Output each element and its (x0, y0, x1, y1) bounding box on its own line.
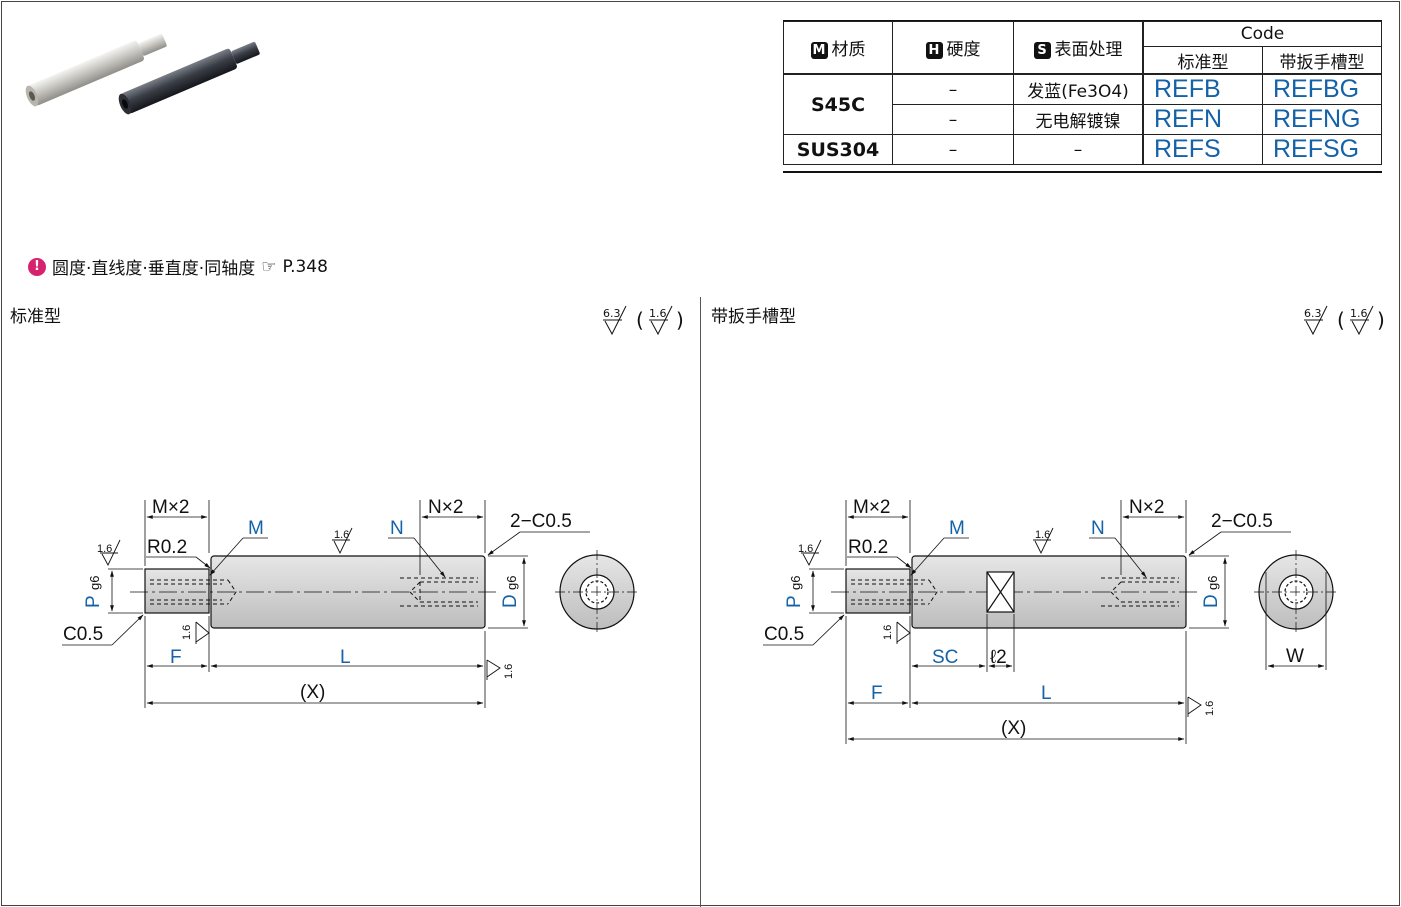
dim-m: M (248, 518, 264, 539)
code-grooved-cell[interactable]: REFSG (1262, 134, 1382, 165)
roughness-alt-label: 1.6 (649, 307, 667, 320)
header-standard: 标准型 (1142, 46, 1263, 75)
code-standard-cell[interactable]: REFS (1142, 134, 1263, 165)
svg-text:(X): (X) (1001, 718, 1026, 739)
table-top-rule (783, 20, 1382, 22)
note-page-ref[interactable]: P.348 (282, 256, 328, 277)
pointing-hand-icon: ☞ (261, 256, 277, 277)
surface-badge-icon: S (1033, 41, 1051, 59)
table-subheader-row: 标准型 带扳手槽型 (784, 46, 1382, 75)
svg-text:1.6: 1.6 (503, 664, 515, 679)
svg-text:C0.5: C0.5 (764, 624, 804, 645)
material-cell: S45C (783, 73, 893, 135)
svg-text:N×2: N×2 (1129, 497, 1164, 518)
dim-nx2: N×2 (428, 497, 463, 518)
standard-shaft-labels: M×2 N×2 M N R0.2 2−C0.5 C0.5 F L (X) P g… (63, 497, 572, 703)
dim-r02: R0.2 (147, 537, 187, 558)
svg-text:1.6: 1.6 (1204, 701, 1216, 716)
dim-p: P (83, 595, 104, 608)
roughness-main-label: 6.3 (603, 307, 621, 320)
dim-f: F (170, 647, 182, 668)
dim-n: N (390, 518, 404, 539)
steel-shaft (25, 33, 167, 107)
dim-d: D (500, 594, 521, 608)
note-text: 圆度·直线度·垂直度·同轴度 (52, 259, 256, 279)
section-title-grooved: 带扳手槽型 (711, 307, 796, 327)
svg-text:(: ( (1337, 308, 1345, 332)
section-title-standard: 标准型 (10, 307, 61, 327)
svg-text:1.6: 1.6 (1350, 307, 1368, 320)
svg-text:D: D (1201, 594, 1222, 608)
table-bottom-rule (783, 171, 1382, 173)
section-divider (700, 297, 701, 907)
hardness-cell: – (892, 73, 1014, 105)
dim-sc: SC (932, 647, 958, 668)
svg-text:F: F (871, 683, 883, 704)
tolerance-note: ! 圆度·直线度·垂直度·同轴度 ☞ P.348 (28, 254, 328, 279)
dim-l2: ℓ2 (990, 647, 1007, 668)
svg-text:): ) (1377, 308, 1385, 332)
dim-p-g6: g6 (87, 576, 102, 590)
grooved-shaft-drawing (763, 500, 1338, 744)
svg-text:): ) (676, 308, 684, 332)
header-code: Code (1142, 21, 1382, 47)
code-grooved-cell[interactable]: REFBG (1262, 73, 1382, 105)
svg-text:2−C0.5: 2−C0.5 (1211, 511, 1273, 532)
dim-w: W (1286, 646, 1304, 667)
svg-text:g6: g6 (788, 576, 803, 590)
svg-text:R0.2: R0.2 (848, 537, 888, 558)
black-shaft (118, 41, 260, 115)
roughness-symbol-right: 6.3 ( 1.6 ) (1304, 305, 1385, 336)
dim-x: (X) (300, 682, 325, 703)
standard-shaft-drawing (62, 500, 639, 708)
hardness-cell: – (892, 134, 1014, 165)
surface-cell: 发蓝(Fe3O4) (1013, 73, 1144, 105)
svg-text:1.6: 1.6 (181, 625, 193, 640)
svg-text:M: M (949, 518, 965, 539)
svg-text:P: P (784, 595, 805, 608)
svg-text:1.6: 1.6 (97, 543, 112, 555)
svg-text:N: N (1091, 518, 1105, 539)
table-row: SUS304 – – REFS REFSG (783, 134, 1382, 165)
material-cell: SUS304 (783, 134, 893, 165)
svg-text:(: ( (636, 308, 644, 332)
table-row: – 无电解镀镍 REFN REFNG (784, 104, 1382, 135)
svg-text:1.6: 1.6 (798, 543, 813, 555)
code-grooved-cell[interactable]: REFNG (1262, 104, 1382, 135)
surface-cell: – (1013, 134, 1144, 165)
table-row: S45C – 发蓝(Fe3O4) REFB REFBG (783, 73, 1382, 135)
svg-text:6.3: 6.3 (1304, 307, 1322, 320)
grooved-shaft-labels: M×2 N×2 M N R0.2 2−C0.5 C0.5 SC ℓ2 F L (… (764, 497, 1304, 739)
dim-mx2: M×2 (152, 497, 190, 518)
svg-text:M×2: M×2 (853, 497, 891, 518)
material-badge-icon: M (810, 41, 828, 59)
hardness-cell: – (892, 104, 1014, 135)
svg-text:1.6: 1.6 (334, 529, 349, 541)
dim-2c05: 2−C0.5 (510, 511, 572, 532)
svg-text:1.6: 1.6 (1035, 529, 1050, 541)
hardness-badge-icon: H (925, 41, 943, 59)
warning-icon: ! (28, 257, 46, 276)
product-photo (25, 33, 260, 115)
svg-text:L: L (1041, 683, 1052, 704)
small-diameter-section (144, 568, 210, 614)
dim-c05: C0.5 (63, 624, 103, 645)
code-standard-cell[interactable]: REFN (1142, 104, 1263, 135)
dim-d-g6: g6 (504, 576, 519, 590)
dim-l: L (340, 647, 351, 668)
roughness-symbol-left: 6.3 ( 1.6 ) (603, 305, 684, 336)
svg-text:g6: g6 (1205, 576, 1220, 590)
svg-text:1.6: 1.6 (882, 625, 894, 640)
